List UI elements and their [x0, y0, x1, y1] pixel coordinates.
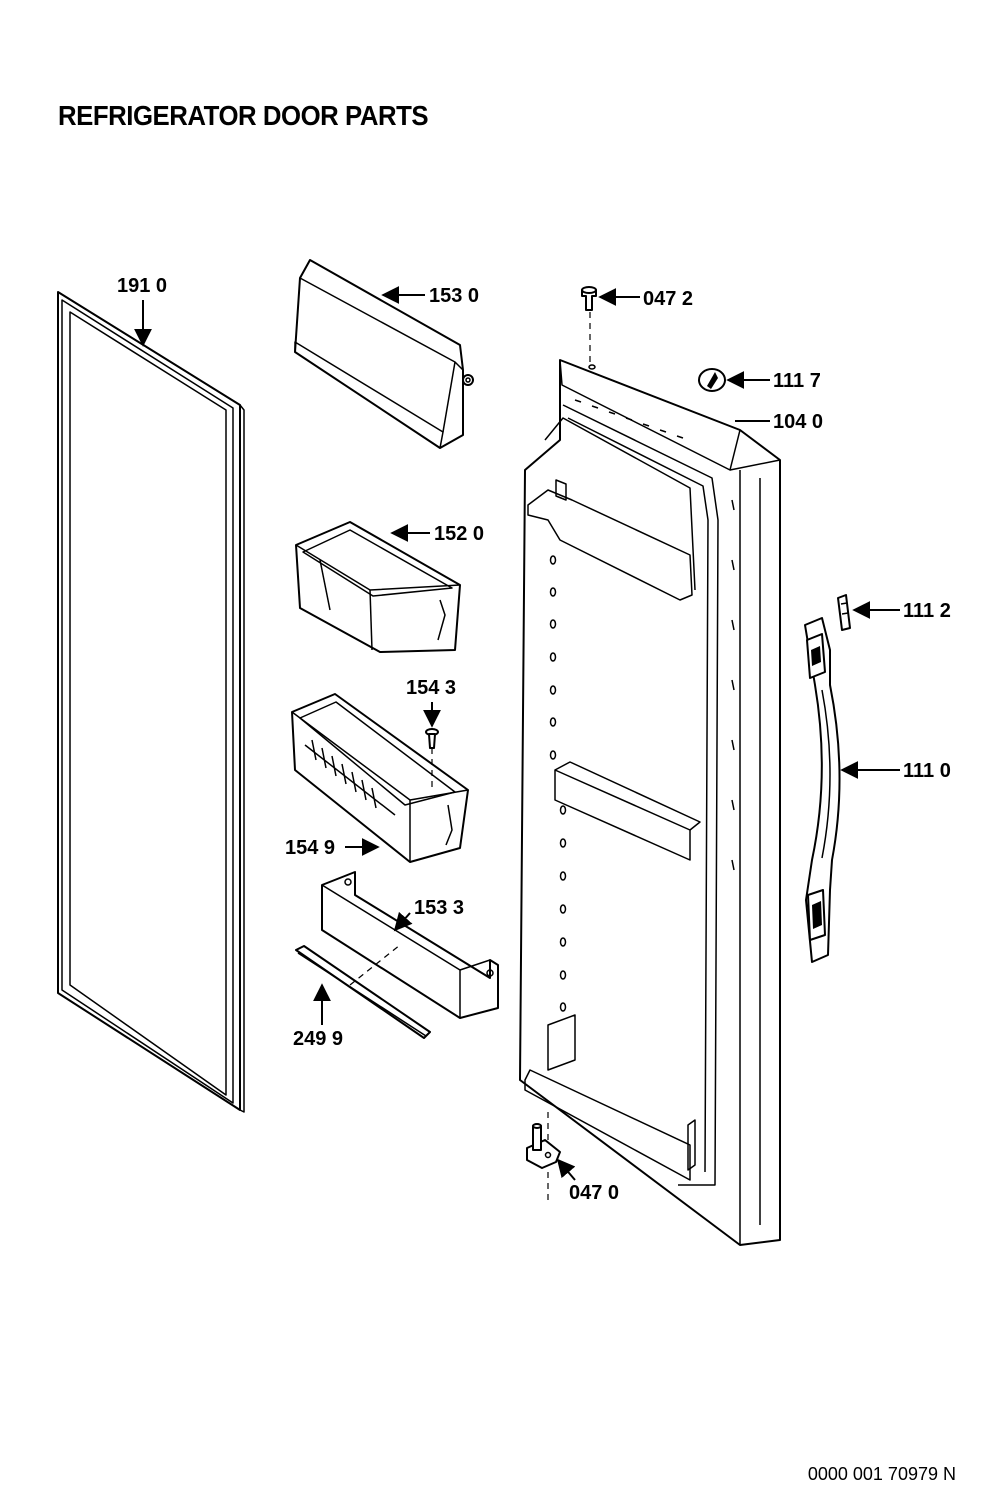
- hinge-pin-top-hole: [588, 364, 596, 370]
- document-number: 0000 001 70979 N: [807, 1464, 956, 1484]
- hinge-pin-bottom: [526, 1123, 561, 1169]
- door-mounting-holes: [549, 555, 567, 1012]
- callout-047-2: 047 2: [643, 288, 693, 310]
- callout-154-3: 154 3: [406, 677, 456, 699]
- callout-111-2: 111 2: [903, 600, 951, 622]
- handle-cap: [698, 368, 726, 392]
- callout-154-9: 154 9: [285, 837, 335, 859]
- door-handle: [804, 617, 841, 963]
- callout-152-0: 152 0: [434, 523, 484, 545]
- door-bin: [291, 693, 469, 863]
- callout-191-0: 191 0: [117, 275, 167, 297]
- hinge-pin-top: [581, 286, 597, 311]
- dispenser-cover: [294, 259, 474, 449]
- callout-111-0: 111 0: [903, 760, 951, 782]
- page-title: REFRIGERATOR DOOR PARTS: [58, 100, 429, 131]
- bin-screw: [425, 728, 439, 749]
- callout-153-3: 153 3: [414, 897, 464, 919]
- callout-047-0: 047 0: [569, 1182, 619, 1204]
- callout-111-7: 111 7: [773, 370, 821, 392]
- callout-153-0: 153 0: [429, 285, 479, 307]
- door-assembly: [519, 359, 781, 1246]
- dairy-bin: [295, 521, 461, 653]
- callout-249-9: 249 9: [293, 1028, 343, 1050]
- door-shelf: [321, 871, 499, 1019]
- callout-104-0: 104 0: [773, 411, 823, 433]
- handle-clip: [837, 594, 851, 631]
- door-gasket: [57, 291, 245, 1113]
- leader-lines: [134, 286, 900, 1181]
- shelf-trim: [295, 945, 431, 1039]
